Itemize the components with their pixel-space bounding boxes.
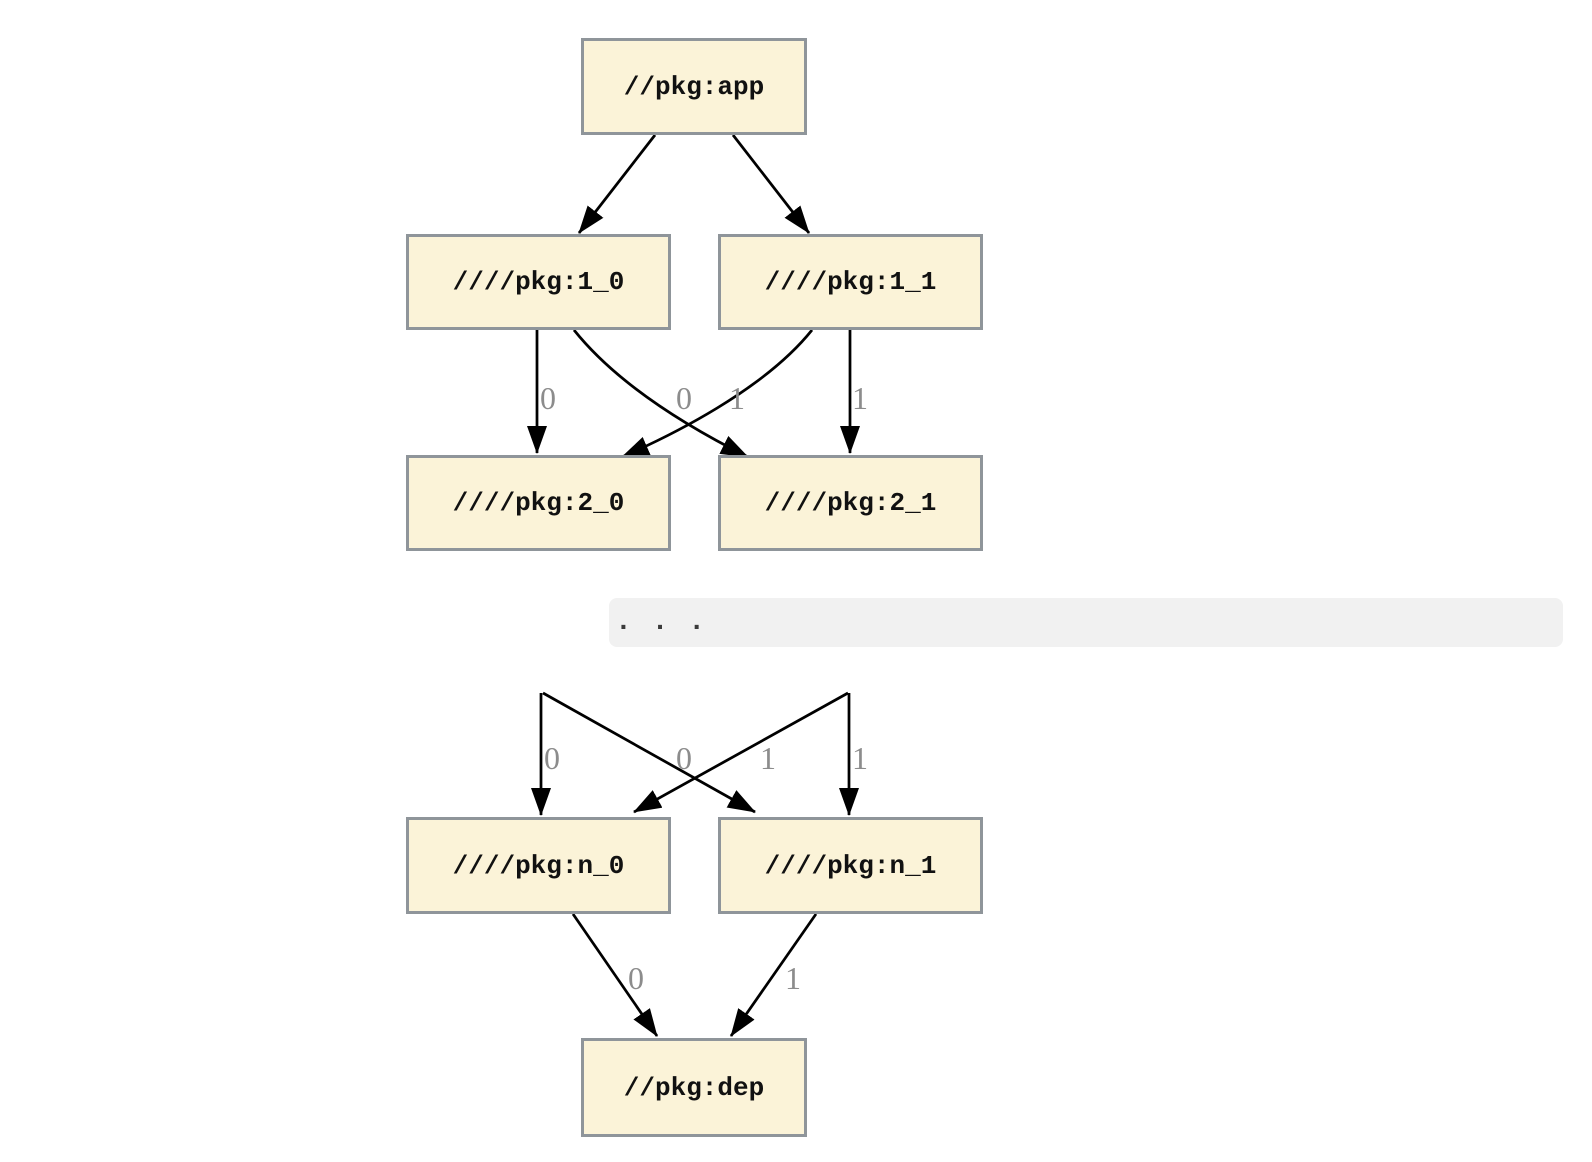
edge-app-to-1_0: [577, 134, 657, 234]
edge-label: 0: [540, 380, 556, 416]
node-label: ////pkg:2_0: [452, 488, 625, 518]
node-pkg-2_0: ////pkg:2_0: [406, 455, 671, 551]
edge-1_1-to-2_0: [621, 329, 814, 459]
node-pkg-n_1: ////pkg:n_1: [718, 817, 983, 914]
node-pkg-1_1: ////pkg:1_1: [718, 234, 983, 330]
edge-label: 0: [628, 960, 644, 996]
node-label: ////pkg:n_0: [452, 850, 625, 881]
edge-label: 0: [676, 740, 692, 776]
edge-label: 1: [785, 960, 801, 996]
node-label: ////pkg:1_1: [764, 267, 937, 297]
edge-prevleft-to-n_1: [542, 691, 756, 814]
node-label: ////pkg:2_1: [764, 488, 937, 518]
edge-label: 0: [544, 740, 560, 776]
edge-label: 1: [760, 740, 776, 776]
node-label: //pkg:app: [623, 71, 765, 102]
edge-1_0-to-2_1: [572, 329, 749, 459]
node-pkg-2_1: ////pkg:2_1: [718, 455, 983, 551]
node-pkg-app: //pkg:app: [581, 38, 807, 135]
edge-label: 1: [852, 380, 868, 416]
edge-label: 1: [852, 740, 868, 776]
edge-label: 1: [729, 380, 745, 416]
ellipsis-row: . . .: [609, 598, 1563, 647]
node-label: //pkg:dep: [623, 1072, 765, 1103]
edge-n_1-to-dep: [729, 913, 818, 1037]
node-pkg-n_0: ////pkg:n_0: [406, 817, 671, 914]
node-pkg-dep: //pkg:dep: [581, 1038, 807, 1137]
ellipsis-dots: . . .: [615, 607, 706, 638]
edge-prevright-to-n_0: [633, 691, 849, 814]
node-label: ////pkg:1_0: [452, 267, 625, 297]
edge-label: 0: [676, 380, 692, 416]
edge-n_0-to-dep: [571, 913, 659, 1037]
node-pkg-1_0: ////pkg:1_0: [406, 234, 671, 330]
node-label: ////pkg:n_1: [764, 850, 937, 881]
edge-app-to-1_1: [731, 134, 811, 234]
